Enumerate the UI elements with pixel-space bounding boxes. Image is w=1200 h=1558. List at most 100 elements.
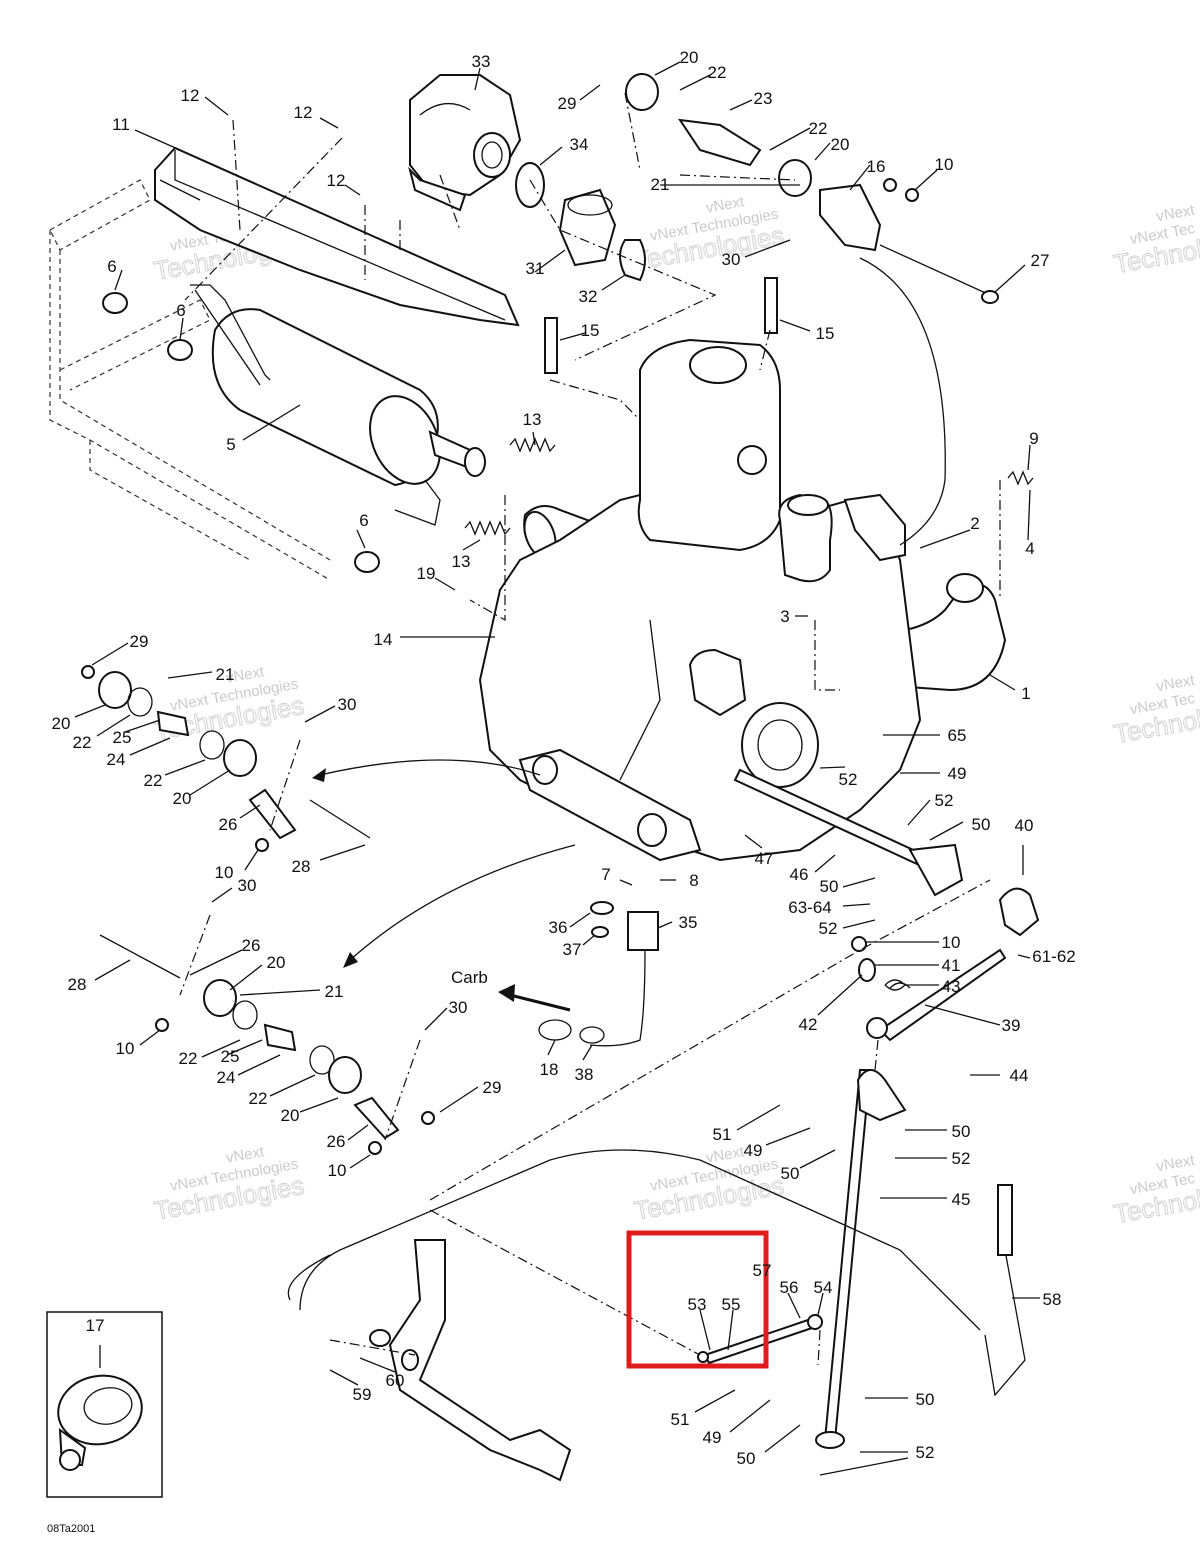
callout-number: 12 bbox=[327, 171, 346, 190]
callout-number: 16 bbox=[867, 157, 886, 176]
callout-number: 54 bbox=[814, 1278, 833, 1297]
callout-number: 20 bbox=[52, 714, 71, 733]
watermark-text: vNext bbox=[225, 1143, 267, 1167]
callout-number: 6 bbox=[107, 257, 116, 276]
callout-number: 49 bbox=[744, 1141, 763, 1160]
callout-number: 29 bbox=[558, 94, 577, 113]
callout-number: 52 bbox=[916, 1443, 935, 1462]
callout-number: 29 bbox=[483, 1078, 502, 1097]
callout-number: 52 bbox=[952, 1149, 971, 1168]
inset-part-17 bbox=[46, 1311, 163, 1498]
exhaust-springs bbox=[464, 437, 1034, 536]
callout-number: 58 bbox=[1043, 1290, 1062, 1309]
muffler bbox=[190, 284, 486, 526]
callout-number: 12 bbox=[181, 86, 200, 105]
callout-number: 55 bbox=[722, 1295, 741, 1314]
callout-number: 25 bbox=[221, 1047, 240, 1066]
callout-number: 17 bbox=[86, 1316, 105, 1335]
callout-number: 65 bbox=[948, 726, 967, 745]
callout-number: 10 bbox=[215, 863, 234, 882]
callout-number: 25 bbox=[113, 728, 132, 747]
callout-number: 30 bbox=[449, 998, 468, 1017]
left-engine-mount-upper bbox=[81, 665, 371, 852]
callout-number: 47 bbox=[755, 849, 774, 868]
brake-pedal bbox=[369, 1239, 572, 1482]
callout-number: 9 bbox=[1029, 429, 1038, 448]
callout-number: 22 bbox=[73, 733, 92, 752]
callout-number: 36 bbox=[549, 918, 568, 937]
callout-number: 50 bbox=[952, 1122, 971, 1141]
callout-number: 45 bbox=[952, 1190, 971, 1209]
callout-number: 21 bbox=[651, 175, 670, 194]
callout-number: 53 bbox=[688, 1295, 707, 1314]
watermark-text: vNext bbox=[225, 663, 267, 687]
sensor-and-clamps bbox=[538, 901, 659, 1047]
callout-number: 21 bbox=[216, 665, 235, 684]
callout-number: 6 bbox=[359, 511, 368, 530]
callout-number: 59 bbox=[353, 1385, 372, 1404]
callout-number: 35 bbox=[679, 913, 698, 932]
callout-number: 14 bbox=[374, 630, 393, 649]
callout-number: 22 bbox=[809, 119, 828, 138]
callout-number: 23 bbox=[754, 89, 773, 108]
callout-number: 5 bbox=[226, 435, 235, 454]
callout-number: 8 bbox=[689, 871, 698, 890]
callout-number: 26 bbox=[219, 815, 238, 834]
callout-number: 26 bbox=[327, 1132, 346, 1151]
callout-number: 24 bbox=[217, 1068, 236, 1087]
callout-number: 40 bbox=[1015, 816, 1034, 835]
callout-number: 49 bbox=[703, 1428, 722, 1447]
callout-leaders bbox=[74, 61, 1040, 1476]
callout-number: 27 bbox=[1031, 251, 1050, 270]
callout-number: 22 bbox=[249, 1089, 268, 1108]
watermark-text: vNext bbox=[1155, 1152, 1197, 1176]
callout-number: 12 bbox=[294, 103, 313, 122]
shift-rod bbox=[697, 1314, 823, 1365]
callout-number: 20 bbox=[831, 135, 850, 154]
callout-number: 21 bbox=[325, 982, 344, 1001]
callout-number: 13 bbox=[523, 410, 542, 429]
callout-number: 49 bbox=[948, 764, 967, 783]
callout-number: 10 bbox=[942, 933, 961, 952]
callout-number: 19 bbox=[417, 564, 436, 583]
callout-number: 50 bbox=[820, 877, 839, 896]
callout-number: 32 bbox=[579, 287, 598, 306]
callout-number: 2 bbox=[970, 514, 979, 533]
callout-number: 39 bbox=[1002, 1016, 1021, 1035]
engine-block bbox=[478, 338, 922, 862]
callout-number: 61-62 bbox=[1032, 947, 1075, 966]
callout-number: 22 bbox=[179, 1049, 198, 1068]
frame-outline bbox=[49, 179, 331, 581]
callout-number: 52 bbox=[935, 791, 954, 810]
callout-number: 11 bbox=[112, 115, 130, 134]
callout-number: 41 bbox=[942, 956, 961, 975]
callout-number: 20 bbox=[173, 789, 192, 808]
callout-number: 13 bbox=[452, 552, 471, 571]
callout-number: 56 bbox=[780, 1278, 799, 1297]
intake-boot bbox=[515, 162, 646, 282]
callout-number: 50 bbox=[781, 1164, 800, 1183]
callout-number: 50 bbox=[737, 1449, 756, 1468]
callout-number: 34 bbox=[570, 135, 589, 154]
callout-number: 33 bbox=[472, 52, 491, 71]
callout-number: 30 bbox=[238, 876, 257, 895]
callout-number: 4 bbox=[1025, 539, 1034, 558]
callout-number: 29 bbox=[130, 632, 149, 651]
callout-number: 15 bbox=[816, 324, 835, 343]
callout-number: 22 bbox=[708, 63, 727, 82]
callout-number: 51 bbox=[671, 1410, 690, 1429]
callout-number: 3 bbox=[780, 607, 789, 626]
drawing-code: 08Ta2001 bbox=[47, 1523, 95, 1535]
callout-number: 52 bbox=[819, 919, 838, 938]
callout-number: 28 bbox=[68, 975, 87, 994]
callout-number: 22 bbox=[144, 771, 163, 790]
callout-number: 10 bbox=[935, 155, 954, 174]
carburetor bbox=[408, 74, 522, 212]
callout-number: 24 bbox=[107, 750, 126, 769]
callout-number: 57 bbox=[753, 1261, 772, 1280]
spark-plugs bbox=[544, 277, 778, 374]
watermark-text: vNext bbox=[1155, 202, 1197, 226]
heat-shield bbox=[154, 146, 520, 327]
